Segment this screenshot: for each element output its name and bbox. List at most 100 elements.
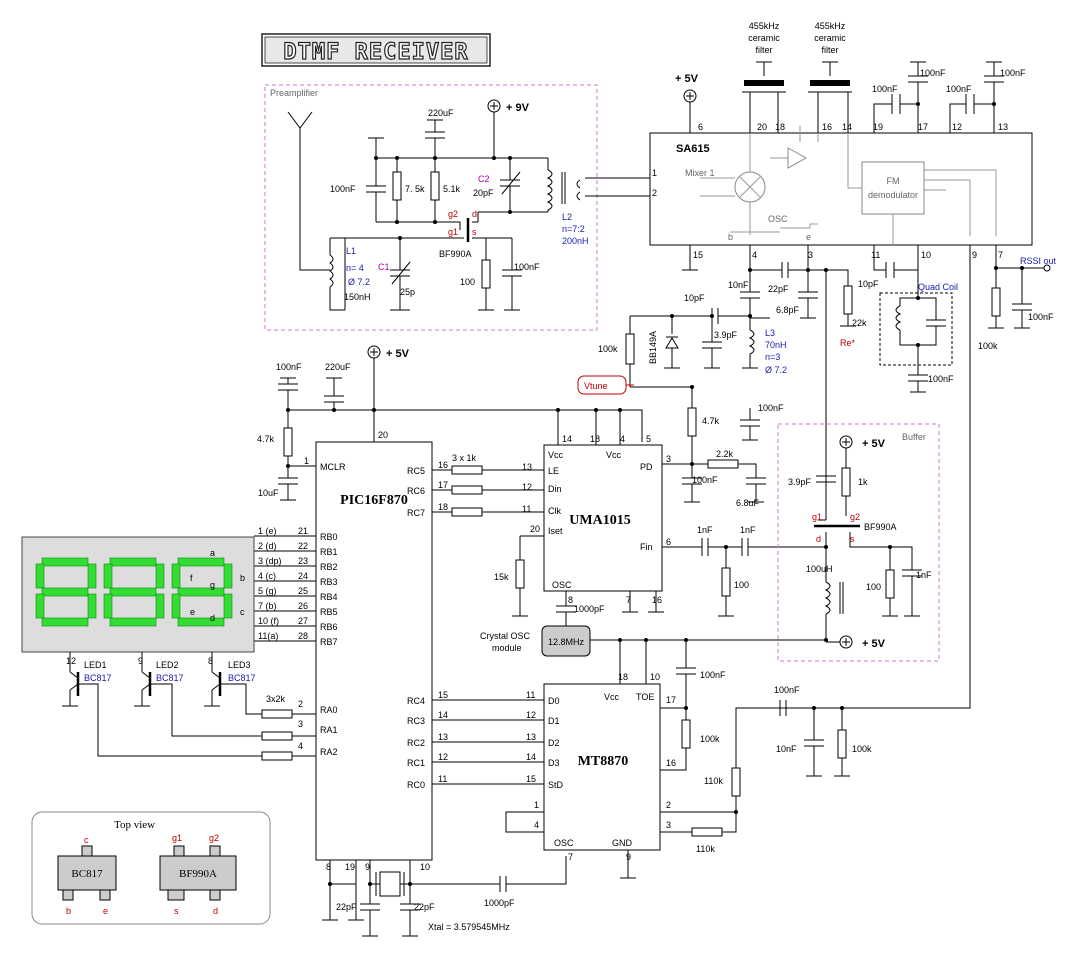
svg-text:3: 3 (666, 820, 671, 830)
mt-pin-std: StD (548, 780, 564, 790)
pic-pinnum-rc5: 16 (438, 460, 448, 470)
vtune-tag (577, 375, 634, 395)
led1-pin: 12 (66, 656, 76, 666)
c100n-c-value: 100nF (276, 362, 302, 372)
segment (177, 557, 225, 567)
segment (223, 563, 233, 589)
svg-text:4: 4 (752, 250, 757, 260)
c1-trimmer (390, 238, 411, 311)
osc-label: OSC (768, 214, 788, 224)
mixer-label: Mixer 1 (685, 168, 715, 178)
pic-pin-rc1: RC1 (407, 758, 425, 768)
svg-text:8: 8 (326, 862, 331, 872)
segment (41, 557, 89, 567)
pic-pin-ra1: RA1 (320, 725, 338, 735)
c1n-c-value: 1nF (916, 570, 932, 580)
pic-pin-rb4: RB4 (320, 592, 338, 602)
uma-pin-din: Din (548, 484, 562, 494)
mt-pinnum: 15 (526, 774, 536, 784)
pic-pinnum-rb1: 22 (298, 541, 308, 551)
c20p-value: 20pF (473, 188, 494, 198)
bf1-g1: g1 (448, 227, 458, 237)
pic-pinnum-mclr: 1 (304, 456, 309, 466)
pic-pin-rc7: RC7 (407, 508, 425, 518)
uma-pin-vcc: Vcc (548, 450, 564, 460)
c68p-value: 6.8pF (776, 305, 800, 315)
uma-pin-le: LE (548, 466, 559, 476)
pkg-d: d (213, 906, 218, 916)
pic-pin-rc4: RC4 (407, 696, 425, 706)
led-transistors (62, 652, 316, 761)
pic-pinnum-rb6: 27 (298, 616, 308, 626)
antenna-icon (287, 111, 330, 271)
mt-pin-d2: D2 (548, 738, 560, 748)
pic-pin-rc0: RC0 (407, 780, 425, 790)
segment (223, 593, 233, 619)
pic-pin-rb2: RB2 (320, 562, 338, 572)
svg-text:1: 1 (652, 168, 657, 178)
supply-9v (425, 99, 501, 160)
segment (155, 563, 165, 589)
pic-pinnum-rb2: 23 (298, 556, 308, 566)
svg-text:7: 7 (626, 595, 631, 605)
l2-to-sa615 (585, 177, 650, 197)
uma-pinnum: 11 (522, 504, 531, 514)
bias-network (366, 137, 510, 224)
supply-5v-pic-label: + 5V (386, 348, 410, 360)
bb149a-label: BB149A (648, 331, 658, 364)
c100n-f-value: 100nF (872, 84, 898, 94)
bc1-label: BC817 (84, 673, 112, 683)
mt-pinnum: 12 (526, 710, 536, 720)
pic-pin-rb0: RB0 (320, 532, 338, 542)
re-label: Re* (840, 338, 856, 348)
r51k-value: 5.1k (443, 184, 461, 194)
crystal-osc-label-2: module (492, 643, 522, 653)
mt-pinnum: 11 (526, 690, 535, 700)
segment-pin-label: 1 (e) (258, 526, 277, 536)
svg-text:13: 13 (998, 122, 1008, 132)
r47k-b-value: 4.7k (702, 416, 720, 426)
pic-pin-rc3: RC3 (407, 716, 425, 726)
pkg-g2: g2 (209, 833, 219, 843)
seg-c: c (240, 607, 245, 617)
seven-segment-digits (35, 557, 233, 627)
buffer-label: Buffer (902, 432, 926, 442)
mt-pin-d1: D1 (548, 716, 560, 726)
seg-d: d (210, 613, 215, 623)
svg-text:20: 20 (757, 122, 767, 132)
c22p-a-value: 22pF (336, 902, 357, 912)
supply-5v-bottom-label: + 5V (862, 638, 886, 650)
svg-text:7: 7 (568, 852, 573, 862)
c1000p-a-value: 1000pF (574, 604, 605, 614)
bf1-s: s (472, 227, 477, 237)
svg-text:4: 4 (620, 434, 625, 444)
r3x1k-value: 3 x 1k (452, 453, 477, 463)
buffer-circuit (814, 435, 922, 649)
svg-text:10: 10 (420, 862, 430, 872)
sa615-name: SA615 (676, 143, 710, 155)
bc3-label: BC817 (228, 673, 256, 683)
svg-text:17: 17 (666, 695, 676, 705)
svg-text:16: 16 (652, 595, 662, 605)
fm-demod (861, 161, 925, 215)
bf2-g2: g2 (850, 512, 860, 522)
rssi-label: RSSI out (1020, 256, 1057, 266)
uma-pin-pd: PD (640, 462, 653, 472)
uma-pinnum: 3 (666, 454, 671, 464)
segment (35, 563, 45, 589)
uma1015-chip (543, 444, 663, 592)
bf1-d: d (472, 209, 477, 219)
svg-text:16: 16 (822, 122, 832, 132)
crystal-osc-label-1: Crystal OSC (480, 631, 531, 641)
c100n-k-value: 100nF (1028, 312, 1054, 322)
mt-input-rc (779, 700, 850, 777)
digit-3 (171, 557, 233, 627)
l1-inductance: 150nH (344, 292, 371, 302)
bf990a-preamp (398, 212, 512, 260)
seg-g: g (210, 580, 215, 590)
mt-pin-d3: D3 (548, 758, 560, 768)
pkg-bc817: BC817 (71, 868, 103, 880)
